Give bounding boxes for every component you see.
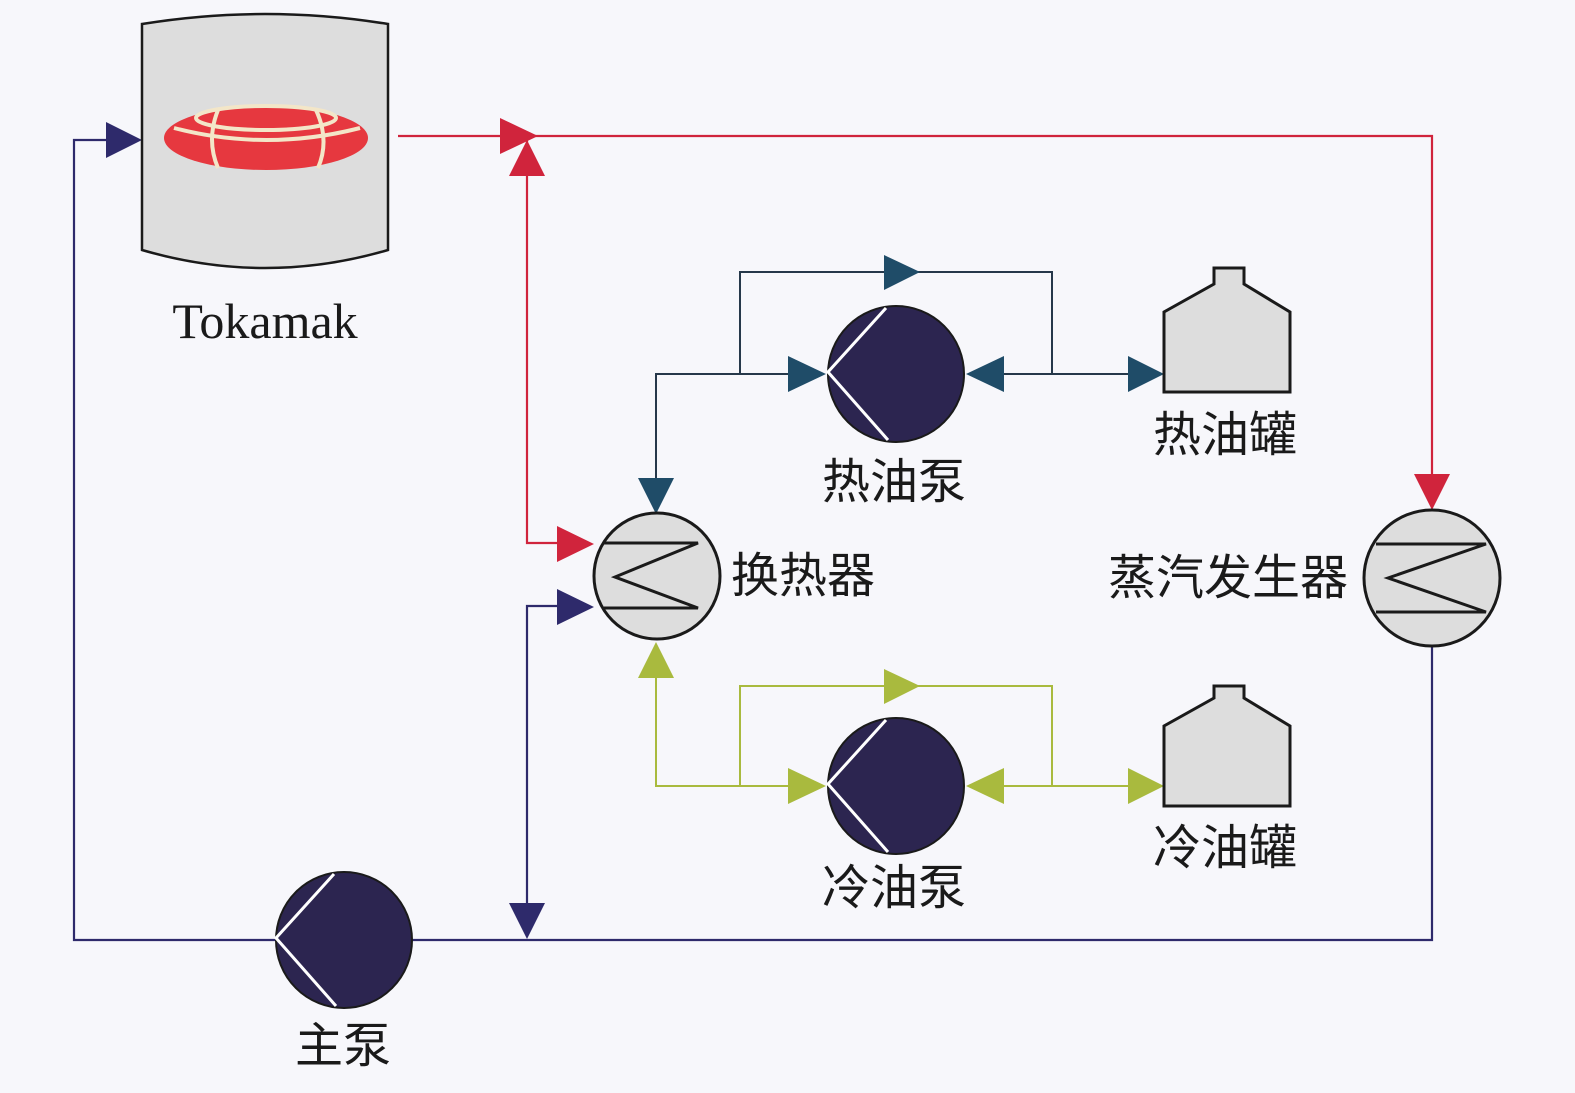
- arrow-up-icon: [509, 140, 545, 176]
- cold-oil-pump: [825, 717, 965, 855]
- arrow-left-icon: [966, 356, 1004, 392]
- heat-exchanger: [592, 511, 722, 641]
- tokamak-vessel: [140, 12, 390, 270]
- cold-oil-pump-label: 冷油泵: [822, 860, 966, 916]
- cold-oil-tank: [1162, 684, 1292, 808]
- arrow-right-icon: [557, 589, 594, 625]
- arrow-right-icon: [884, 255, 920, 290]
- arrow-right-icon: [1128, 768, 1164, 804]
- arrow-right-icon: [788, 768, 826, 804]
- arrow-right-icon: [500, 118, 538, 154]
- cold-oil-tank-label: 冷油罐: [1153, 820, 1297, 876]
- arrow-right-icon: [1128, 356, 1164, 392]
- arrow-down-icon: [1414, 474, 1450, 510]
- arrow-right-icon: [788, 356, 826, 392]
- main-pump-label: 主泵: [295, 1018, 391, 1074]
- steam-generator: [1362, 508, 1502, 648]
- arrow-up-icon: [638, 642, 674, 678]
- arrow-right-icon: [884, 669, 920, 704]
- hot-oil-pump-label: 热油泵: [822, 454, 966, 510]
- steam-generator-label: 蒸汽发生器: [1108, 550, 1348, 606]
- heat-exchanger-label: 换热器: [731, 548, 875, 604]
- primary-return-pipe: [72, 138, 1434, 942]
- main-pump: [273, 871, 413, 1009]
- arrow-right-icon: [106, 122, 142, 158]
- arrow-down-icon: [638, 478, 674, 514]
- tokamak-label: Tokamak: [172, 293, 357, 349]
- hot-primary-pipe: [398, 134, 1434, 545]
- arrow-right-icon: [557, 526, 594, 562]
- arrow-down-icon: [509, 903, 545, 939]
- plasma-torus-icon: [164, 104, 368, 170]
- hot-oil-tank-label: 热油罐: [1153, 407, 1297, 463]
- hot-oil-pump: [825, 305, 965, 443]
- arrow-left-icon: [966, 768, 1004, 804]
- hot-oil-tank: [1162, 266, 1292, 394]
